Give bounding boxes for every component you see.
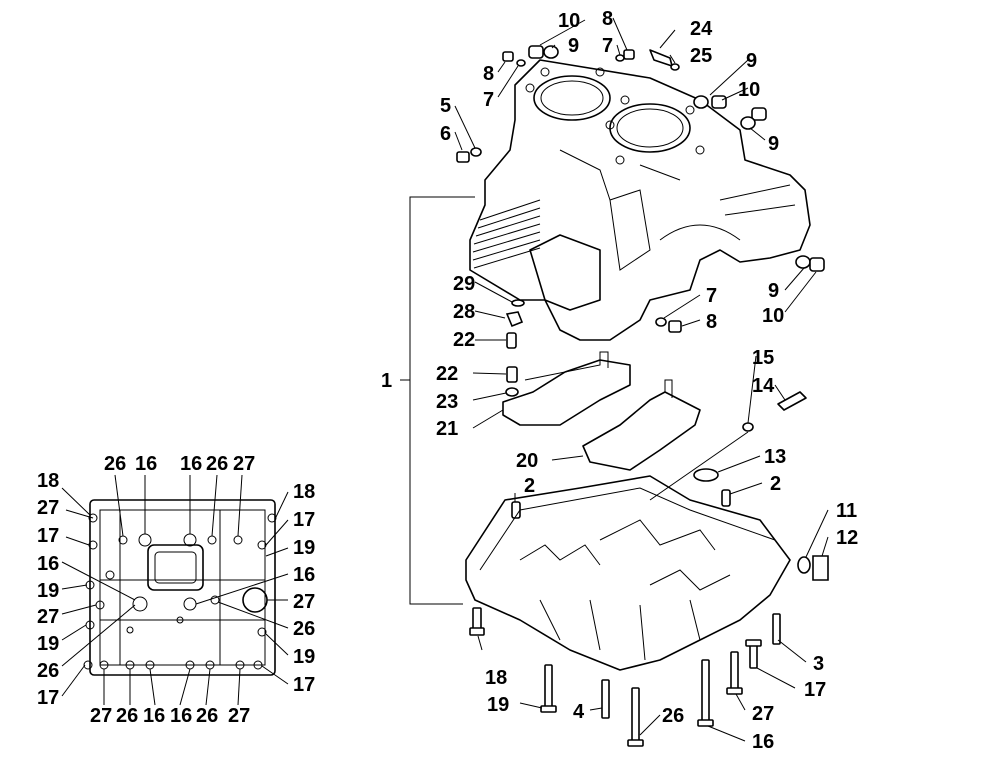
callout-26: 26: [37, 660, 59, 682]
bolts: [469, 607, 781, 747]
callout-labels: 10 9 8 7 24 25 8 7 5 6 9 10 9 29 28 22 7…: [381, 8, 858, 753]
callout-9: 9: [568, 35, 579, 57]
callout-17: 17: [804, 679, 826, 701]
callout-28: 28: [453, 301, 475, 323]
callout-27: 27: [228, 705, 250, 727]
callout-26: 26: [116, 705, 138, 727]
callout-17: 17: [293, 674, 315, 696]
callout-27: 27: [37, 606, 59, 628]
callout-23: 23: [436, 391, 458, 413]
callout-18: 18: [485, 667, 507, 689]
callout-16: 16: [37, 553, 59, 575]
callout-8: 8: [483, 63, 494, 85]
callout-22: 22: [453, 329, 475, 351]
upper-crankcase: [469, 59, 811, 341]
callout-20: 20: [516, 450, 538, 472]
callout-15: 15: [752, 347, 774, 369]
callout-17: 17: [293, 509, 315, 531]
callout-8: 8: [602, 8, 613, 30]
callout-26: 26: [662, 705, 684, 727]
callout-1: 1: [381, 370, 392, 392]
callout-14: 14: [752, 375, 775, 397]
callout-26: 26: [196, 705, 218, 727]
callout-16: 16: [143, 705, 165, 727]
callout-9: 9: [768, 133, 779, 155]
callout-22: 22: [436, 363, 458, 385]
callout-21: 21: [436, 418, 458, 440]
leader-lines: [454, 17, 829, 742]
callout-26: 26: [293, 618, 315, 640]
lower-crankcase: [465, 475, 829, 747]
inset-callout-labels: 26 16 16 26 27 18 27 17 16 19 27 19 26 1…: [37, 453, 315, 727]
callout-9: 9: [768, 280, 779, 302]
callout-10: 10: [738, 79, 760, 101]
callout-25: 25: [690, 45, 712, 67]
callout-13: 13: [764, 446, 786, 468]
callout-27: 27: [90, 705, 112, 727]
callout-24: 24: [690, 18, 713, 40]
callout-19: 19: [293, 646, 315, 668]
callout-10: 10: [558, 10, 580, 32]
callout-16: 16: [180, 453, 202, 475]
callout-26: 26: [206, 453, 228, 475]
callout-19: 19: [293, 537, 315, 559]
callout-19: 19: [37, 633, 59, 655]
callout-17: 17: [37, 525, 59, 547]
callout-6: 6: [440, 123, 451, 145]
callout-4: 4: [573, 701, 585, 723]
callout-9: 9: [746, 50, 757, 72]
top-small-parts: [456, 45, 825, 349]
callout-2: 2: [524, 475, 535, 497]
callout-19: 19: [37, 580, 59, 602]
callout-16: 16: [170, 705, 192, 727]
bracket-1: [400, 196, 475, 605]
callout-10: 10: [762, 305, 784, 327]
callout-27: 27: [37, 497, 59, 519]
callout-12: 12: [836, 527, 858, 549]
callout-18: 18: [37, 470, 59, 492]
callout-27: 27: [233, 453, 255, 475]
callout-16: 16: [135, 453, 157, 475]
callout-8: 8: [706, 311, 717, 333]
callout-27: 27: [293, 591, 315, 613]
callout-3: 3: [813, 653, 824, 675]
callout-16: 16: [752, 731, 774, 753]
callout-18: 18: [293, 481, 315, 503]
callout-19: 19: [487, 694, 509, 716]
callout-29: 29: [453, 273, 475, 295]
callout-27: 27: [752, 703, 774, 725]
inset-bottom-view: [83, 499, 277, 676]
callout-5: 5: [440, 95, 451, 117]
callout-17: 17: [37, 687, 59, 709]
callout-7: 7: [483, 89, 494, 111]
callout-7: 7: [706, 285, 717, 307]
callout-26: 26: [104, 453, 126, 475]
callout-11: 11: [836, 500, 857, 522]
inset-leader-lines: [61, 474, 289, 706]
callout-16: 16: [293, 564, 315, 586]
callout-7: 7: [602, 35, 613, 57]
callout-2: 2: [770, 473, 781, 495]
